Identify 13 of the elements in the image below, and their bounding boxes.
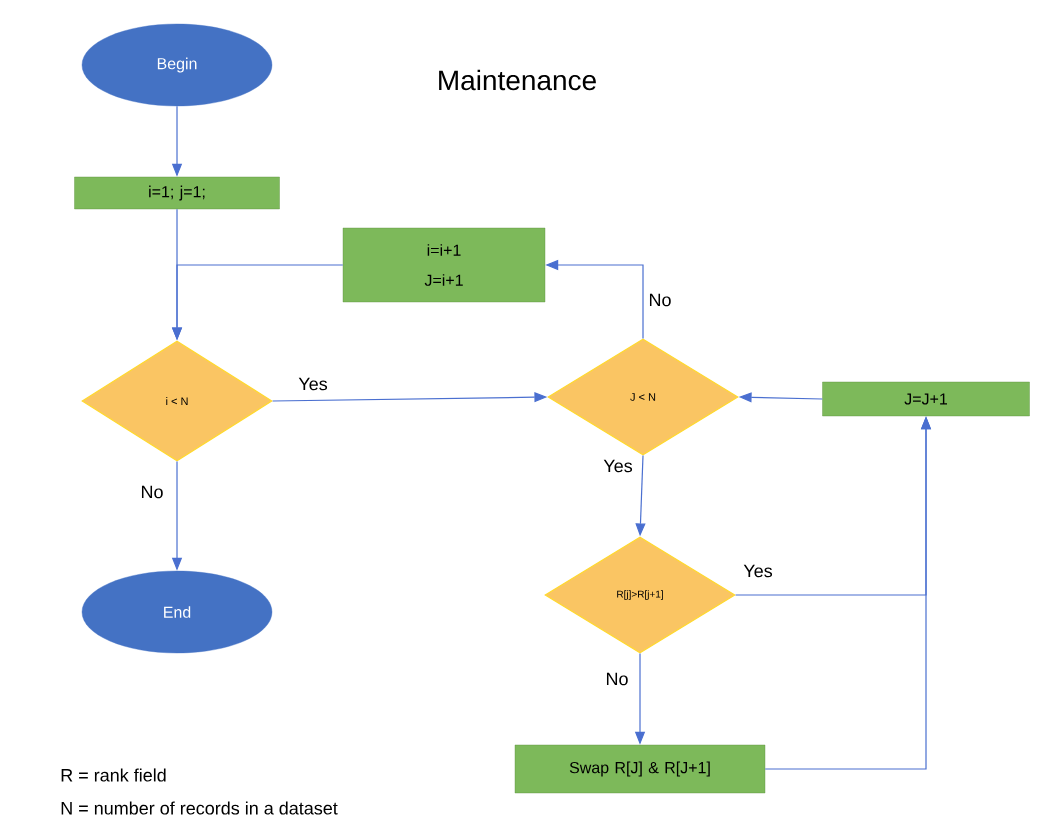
edge-label: Yes xyxy=(602,458,634,474)
edge-label: Yes xyxy=(742,563,774,579)
process-box: i=1; j=1; xyxy=(74,176,280,210)
title: Maintenance xyxy=(439,69,596,91)
process-box: J=J+1 xyxy=(822,381,1030,417)
edge-label: No xyxy=(604,671,630,687)
note-text: N = number of records in a dataset xyxy=(61,801,338,815)
note-text: R = rank field xyxy=(61,768,166,782)
edge-label: No xyxy=(139,484,165,500)
edge-label: No xyxy=(647,292,673,308)
process-box: i=i+1 J=i+1 xyxy=(342,227,546,303)
process-box: Swap R[J] & R[J+1] xyxy=(514,744,766,794)
edge-label: Yes xyxy=(297,376,329,392)
